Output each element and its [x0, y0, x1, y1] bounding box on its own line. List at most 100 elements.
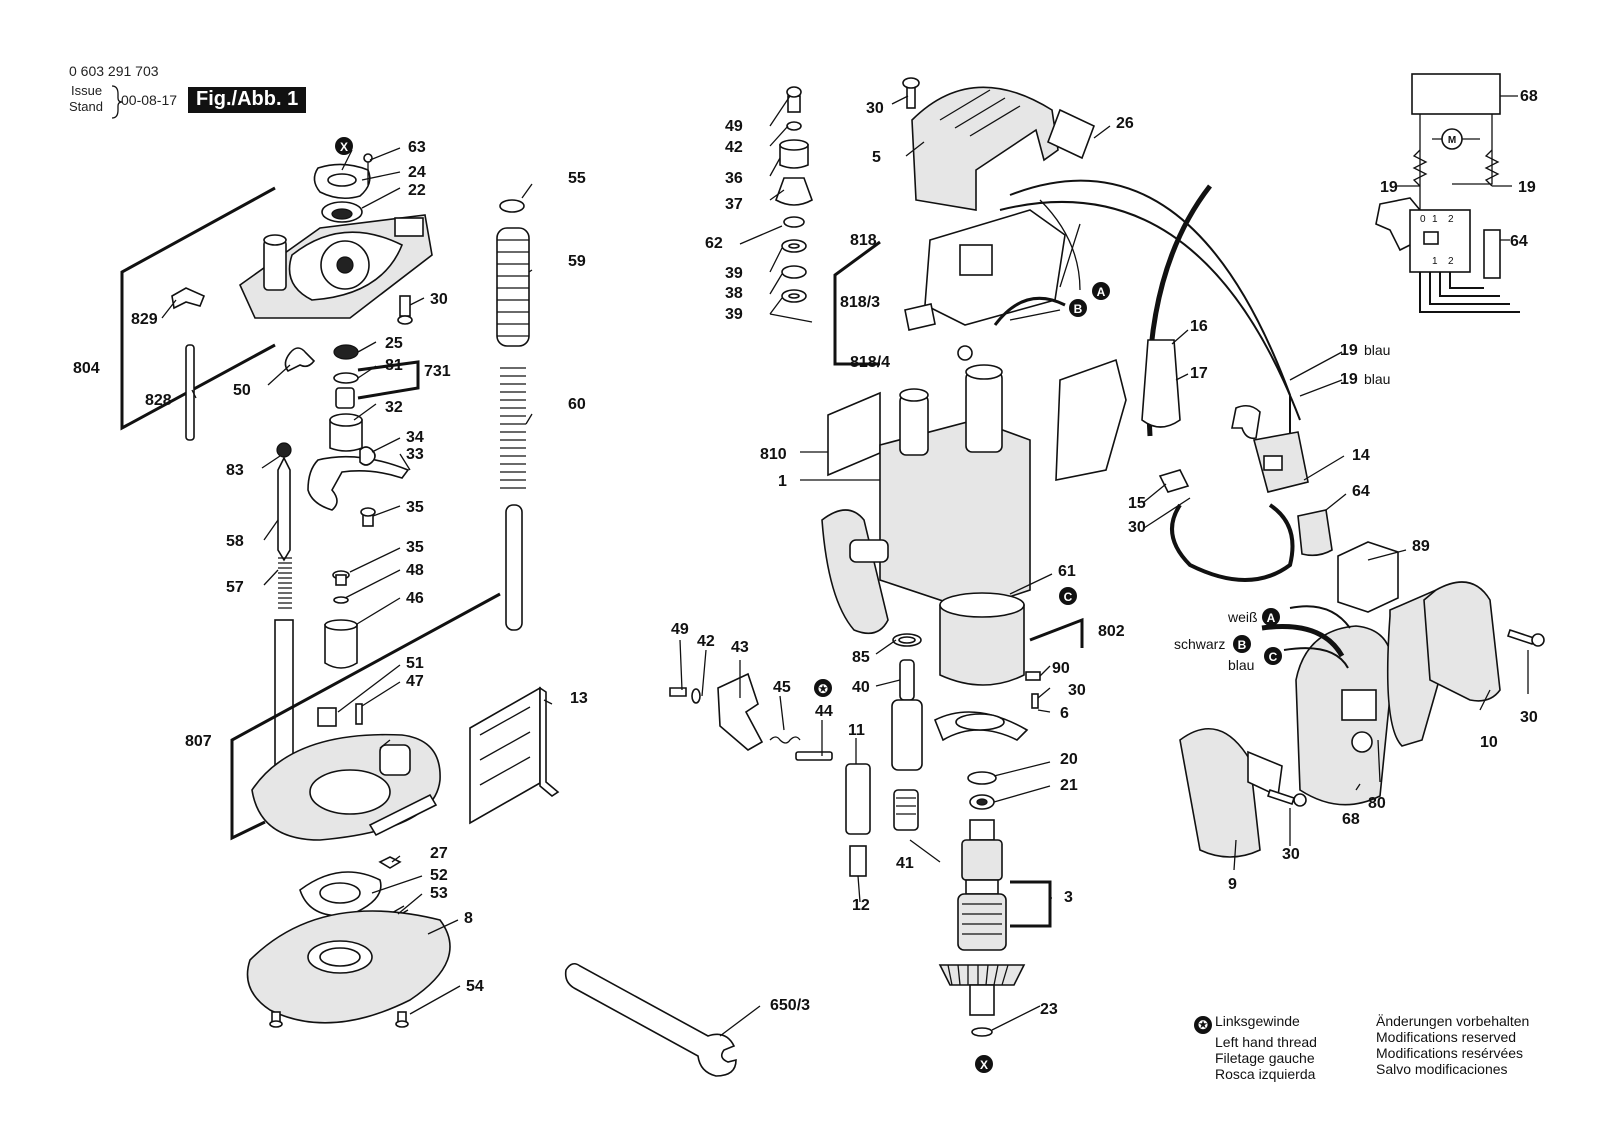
fan — [938, 964, 1026, 986]
label-59: 59 — [568, 253, 586, 270]
bracket-731 — [357, 360, 420, 400]
label-57: 57 — [226, 579, 244, 596]
label-10: 10 — [1480, 734, 1498, 751]
label-47: 47 — [406, 673, 424, 690]
legend-modifications: Änderungen vorbehalten Modifications res… — [1376, 1013, 1529, 1077]
marker-a-right: A — [1262, 608, 1280, 626]
plate-11 — [845, 763, 871, 835]
label-37: 37 — [725, 196, 743, 213]
label-42b: 42 — [697, 633, 715, 650]
legend-mod-3: Modifications resérvées — [1376, 1045, 1524, 1061]
label-80: 80 — [1368, 795, 1386, 812]
label-38: 38 — [725, 285, 743, 302]
label-63: 63 — [408, 139, 426, 156]
marker-b-right: B — [1233, 635, 1251, 653]
bracket-804 — [120, 186, 276, 431]
label-6: 6 — [1060, 705, 1069, 722]
label-27: 27 — [430, 845, 448, 862]
label-62: 62 — [705, 235, 723, 252]
issue-label: Issue — [71, 83, 103, 98]
chip-shield-13 — [469, 686, 541, 825]
label-44: 44 — [815, 703, 833, 720]
label-17: 17 — [1190, 365, 1208, 382]
marker-x-bottom: X — [975, 1055, 993, 1073]
switch-pin-1: 1 — [1432, 214, 1438, 225]
label-39a: 39 — [725, 265, 743, 282]
label-48: 48 — [406, 562, 424, 579]
motor-cover-5 — [911, 86, 1059, 211]
label-weiss: weiß — [1227, 609, 1258, 625]
label-60: 60 — [568, 396, 586, 413]
marker-star-44: ✪ — [814, 679, 832, 697]
label-15: 15 — [1128, 495, 1146, 512]
label-810: 810 — [760, 446, 787, 463]
label-61: 61 — [1058, 563, 1076, 580]
issue-date: 00-08-17 — [121, 92, 178, 108]
label-36: 36 — [725, 170, 743, 187]
svg-text:C: C — [1269, 650, 1278, 664]
marker-a-top: A — [1092, 282, 1110, 300]
brush-holder-818 — [924, 209, 1066, 326]
label-68b: 68 — [1342, 811, 1360, 828]
label-30a: 30 — [430, 291, 448, 308]
svg-text:✪: ✪ — [818, 682, 828, 696]
label-12: 12 — [852, 897, 870, 914]
label-53: 53 — [430, 885, 448, 902]
label-16: 16 — [1190, 318, 1208, 335]
label-818: 818 — [850, 232, 877, 249]
label-34: 34 — [406, 429, 424, 446]
label-39b: 39 — [725, 306, 743, 323]
label-schwarz: schwarz — [1174, 636, 1225, 652]
label-5: 5 — [872, 149, 881, 166]
label-46: 46 — [406, 590, 424, 607]
label-24: 24 — [408, 164, 426, 181]
label-818-4: 818/4 — [850, 354, 890, 371]
label-30c: 30 — [1068, 682, 1086, 699]
label-58: 58 — [226, 533, 244, 550]
label-64a: 64 — [1352, 483, 1370, 500]
label-20: 20 — [1060, 751, 1078, 768]
legend-mod-1: Änderungen vorbehalten — [1376, 1013, 1530, 1029]
doc-number: 0 603 291 703 — [69, 63, 159, 79]
label-42a: 42 — [725, 139, 743, 156]
legend-left-hand-thread: ✪Linksgewinde Left hand thread Filetage … — [1194, 1013, 1317, 1082]
label-13: 13 — [570, 690, 588, 707]
lever-43 — [717, 672, 764, 751]
label-30e: 30 — [1520, 709, 1538, 726]
label-blau-b: blau — [1364, 371, 1390, 387]
label-14: 14 — [1352, 447, 1370, 464]
label-50: 50 — [233, 382, 251, 399]
figure-label: Fig./Abb. 1 — [188, 87, 307, 113]
legend-mod-2: Modifications reserved — [1376, 1029, 1517, 1045]
legend-line-4: Rosca izquierda — [1215, 1066, 1316, 1082]
label-41: 41 — [896, 855, 914, 872]
label-35b: 35 — [406, 539, 424, 556]
label-21: 21 — [1060, 777, 1078, 794]
label-22: 22 — [408, 182, 426, 199]
label-23: 23 — [1040, 1001, 1058, 1018]
label-32: 32 — [385, 399, 403, 416]
label-3: 3 — [1064, 889, 1073, 906]
label-829: 829 — [131, 311, 158, 328]
label-45: 45 — [773, 679, 791, 696]
label-1: 1 — [778, 473, 787, 490]
label-54: 54 — [466, 978, 484, 995]
label-35a: 35 — [406, 499, 424, 516]
label-25: 25 — [385, 335, 403, 352]
motor-symbol: M — [1448, 135, 1456, 146]
spring-60 — [500, 367, 526, 489]
handle-10 — [1423, 581, 1501, 702]
marker-c-right: C — [1264, 647, 1282, 665]
label-blau-c: blau — [1228, 657, 1254, 673]
svg-text:C: C — [1064, 590, 1073, 604]
label-49a: 49 — [725, 118, 743, 135]
cable-sleeve-17 — [1141, 339, 1181, 428]
switch-pin-2b: 2 — [1448, 256, 1454, 267]
label-807: 807 — [185, 733, 212, 750]
label-804: 804 — [73, 360, 100, 377]
label-blau-a: blau — [1364, 342, 1390, 358]
svg-text:B: B — [1238, 638, 1247, 652]
label-11: 11 — [848, 722, 865, 739]
label-26: 26 — [1116, 115, 1134, 132]
